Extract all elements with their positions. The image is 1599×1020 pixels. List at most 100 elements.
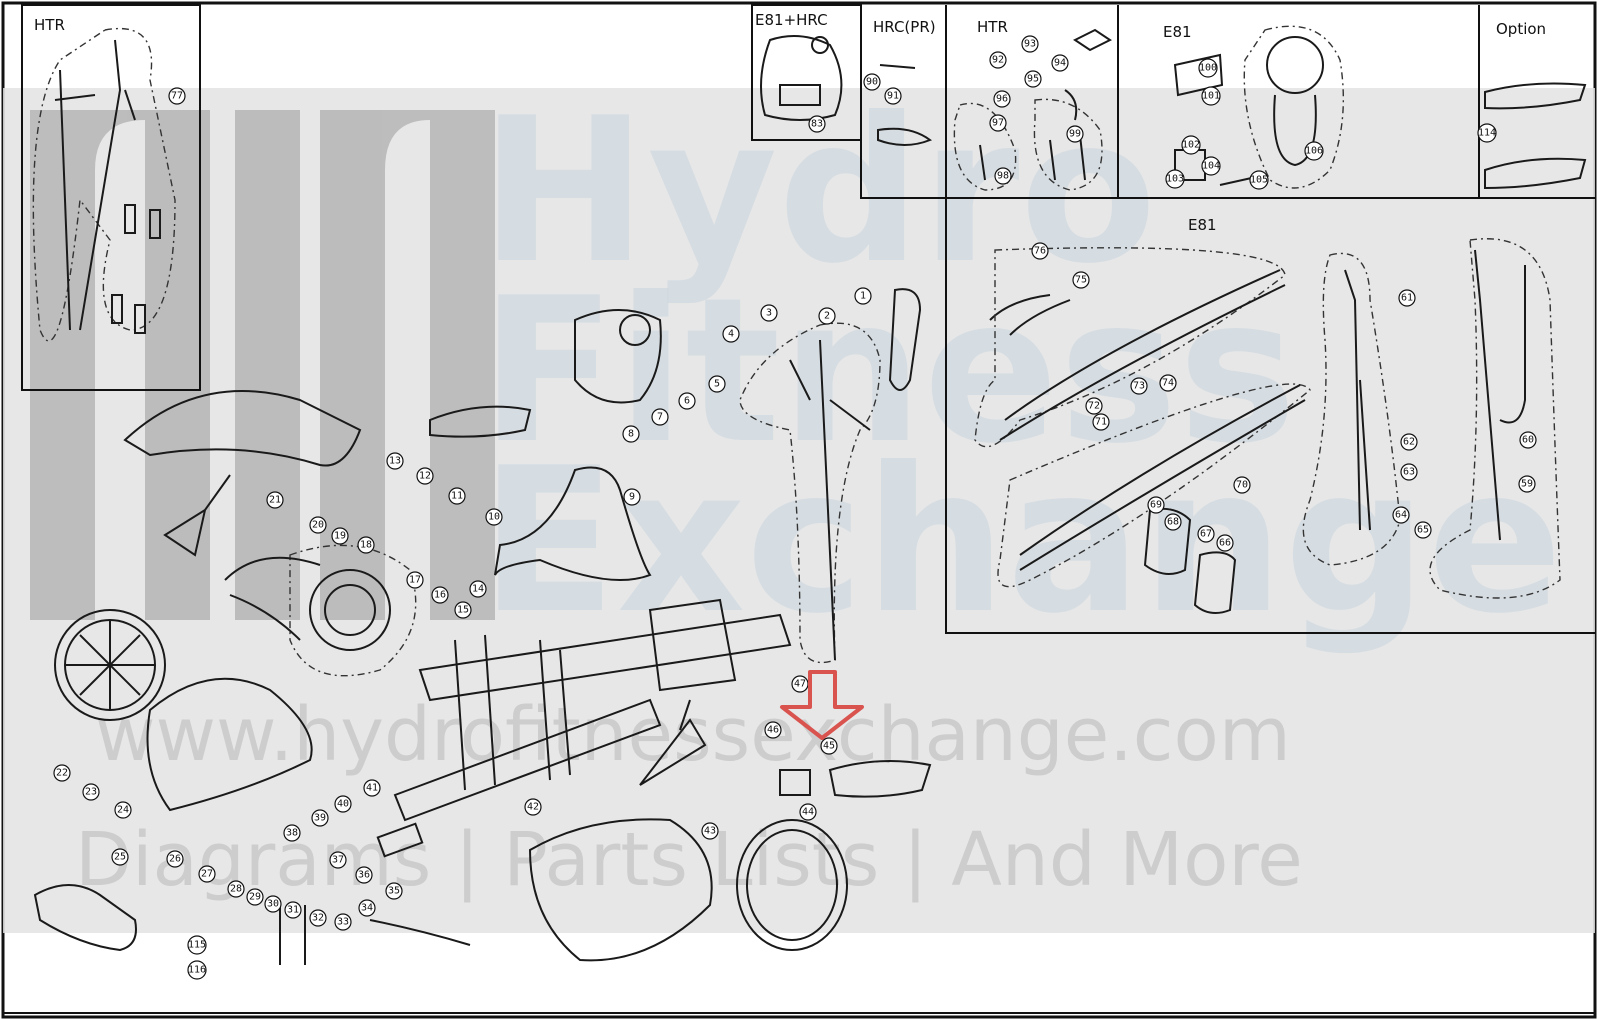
callout-number: 68	[1167, 517, 1179, 528]
callout-number: 16	[434, 590, 446, 601]
callout-circle	[863, 73, 881, 91]
callout-number: 69	[1150, 500, 1162, 511]
inset-label-htr-left: HTR	[34, 16, 65, 34]
callout-circle	[884, 87, 902, 105]
callout-20: 20	[309, 516, 327, 534]
callout-64: 64	[1392, 506, 1410, 524]
callout-16: 16	[431, 586, 449, 604]
callout-17: 17	[406, 571, 424, 589]
callout-number: 102	[1182, 140, 1200, 151]
callout-circle	[1024, 70, 1042, 88]
callout-number: 73	[1133, 381, 1145, 392]
callout-circle	[485, 508, 503, 526]
callout-number: 67	[1200, 529, 1212, 540]
callout-number: 6	[684, 396, 690, 407]
callout-number: 94	[1054, 58, 1066, 69]
callout-40: 40	[334, 795, 352, 813]
callout-number: 62	[1403, 437, 1415, 448]
callout-65: 65	[1414, 521, 1432, 539]
callout-92: 92	[989, 51, 1007, 69]
inset-label-htr-right: HTR	[977, 18, 1008, 36]
callout-number: 39	[314, 813, 326, 824]
callout-27: 27	[198, 865, 216, 883]
callout-24: 24	[114, 801, 132, 819]
callout-number: 4	[728, 329, 734, 340]
callout-96: 96	[993, 90, 1011, 108]
callout-32: 32	[309, 909, 327, 927]
callout-72: 72	[1085, 397, 1103, 415]
callout-31: 31	[284, 901, 302, 919]
callout-94: 94	[1051, 54, 1069, 72]
callout-number: 43	[704, 826, 716, 837]
callout-number: 96	[996, 94, 1008, 105]
callout-circle	[993, 90, 1011, 108]
callout-circle	[187, 935, 207, 955]
callout-number: 60	[1522, 435, 1534, 446]
callout-circle	[623, 488, 641, 506]
callout-number: 7	[657, 412, 663, 423]
callout-circle	[722, 325, 740, 343]
callout-number: 97	[992, 118, 1004, 129]
callout-114: 114	[1477, 123, 1497, 143]
callout-circle	[82, 783, 100, 801]
callout-circle	[1392, 506, 1410, 524]
callout-number: 98	[997, 171, 1009, 182]
callout-number: 71	[1095, 417, 1107, 428]
callout-circle	[1181, 135, 1201, 155]
callout-circle	[283, 824, 301, 842]
callout-103: 103	[1165, 169, 1185, 189]
callout-circle	[1085, 397, 1103, 415]
callout-circle	[469, 580, 487, 598]
callout-number: 17	[409, 575, 421, 586]
callout-60: 60	[1519, 431, 1537, 449]
callout-number: 31	[287, 905, 299, 916]
callout-106: 106	[1304, 141, 1324, 161]
callout-38: 38	[283, 824, 301, 842]
callout-circle	[311, 809, 329, 827]
callout-circle	[309, 516, 327, 534]
callout-number: 35	[388, 886, 400, 897]
watermark-brand-line3: Exchange	[480, 425, 1563, 658]
callout-number: 99	[1069, 129, 1081, 140]
callout-circle	[701, 822, 719, 840]
callout-90: 90	[863, 73, 881, 91]
watermark-brand-line2: Fitness	[480, 255, 1297, 488]
callout-circle	[454, 601, 472, 619]
callout-number: 23	[85, 787, 97, 798]
callout-number: 1	[860, 291, 866, 302]
callout-circle	[1092, 413, 1110, 431]
callout-circle	[166, 850, 184, 868]
callout-number: 41	[366, 783, 378, 794]
callout-43: 43	[701, 822, 719, 840]
callout-number: 5	[714, 379, 720, 390]
callout-76: 76	[1031, 242, 1049, 260]
callout-number: 25	[114, 852, 126, 863]
callout-15: 15	[454, 601, 472, 619]
callout-circle	[358, 899, 376, 917]
callout-number: 104	[1202, 161, 1220, 172]
callout-number: 93	[1024, 39, 1036, 50]
callout-4: 4	[722, 325, 740, 343]
callout-68: 68	[1164, 513, 1182, 531]
callout-39: 39	[311, 809, 329, 827]
callout-circle	[1477, 123, 1497, 143]
callout-47: 47	[791, 675, 809, 693]
callout-number: 19	[334, 531, 346, 542]
callout-115: 115	[187, 935, 207, 955]
callout-number: 11	[451, 491, 463, 502]
watermark-tagline: Diagrams | Parts Lists | And More	[75, 817, 1303, 903]
callout-21: 21	[266, 491, 284, 509]
callout-44: 44	[799, 803, 817, 821]
callout-19: 19	[331, 527, 349, 545]
callout-circle	[1518, 475, 1536, 493]
callout-105: 105	[1249, 170, 1269, 190]
callout-circle	[1031, 242, 1049, 260]
callout-circle	[854, 287, 872, 305]
callout-number: 100	[1199, 63, 1217, 74]
callout-circle	[994, 167, 1012, 185]
callout-99: 99	[1066, 125, 1084, 143]
callout-circle	[309, 909, 327, 927]
callout-number: 75	[1075, 275, 1087, 286]
callout-62: 62	[1400, 433, 1418, 451]
